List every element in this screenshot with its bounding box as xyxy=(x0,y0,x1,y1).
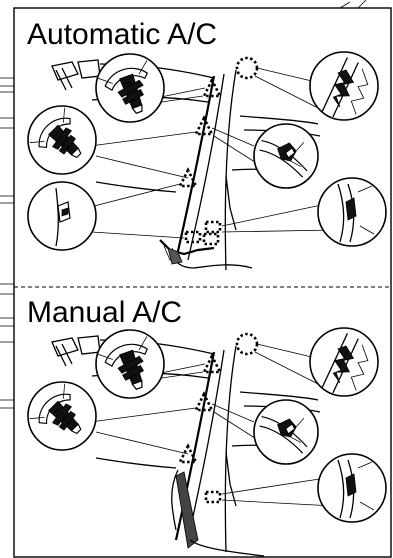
dotted-triangle-icon xyxy=(177,167,199,188)
dotted-triangle-icon xyxy=(201,353,223,374)
clip-detail-bubble xyxy=(95,53,165,123)
clip-detail-bubble xyxy=(27,381,97,451)
margin-fragments xyxy=(0,0,367,409)
dotted-triangle-icon xyxy=(177,443,199,464)
dotted-square-icon xyxy=(202,232,220,246)
dotted-triangle-icon xyxy=(193,391,215,412)
clip-detail-bubble xyxy=(27,181,97,251)
section-title-automatic: Automatic A/C xyxy=(27,18,217,51)
dotted-square-icon xyxy=(204,490,222,504)
clip-detail-bubble xyxy=(253,399,319,465)
bracket-detail-bubble xyxy=(317,453,387,523)
dotted-triangle-icon xyxy=(193,115,215,136)
dotted-square-icon xyxy=(204,220,222,234)
bracket-detail-bubble xyxy=(317,177,387,247)
clip-detail-bubble xyxy=(253,123,319,189)
dotted-square-icon xyxy=(184,230,202,244)
dotted-triangle-icon xyxy=(201,77,223,98)
manual-ac-section: Manual A/C xyxy=(27,296,387,557)
automatic-ac-section: Automatic A/C xyxy=(27,18,387,271)
clip-detail-bubble xyxy=(27,105,97,175)
section-title-manual: Manual A/C xyxy=(27,296,182,329)
clip-detail-bubble xyxy=(95,329,165,399)
leader-lines xyxy=(89,343,335,507)
hook-detail-bubble xyxy=(309,51,379,126)
hook-detail-bubble xyxy=(309,327,379,402)
